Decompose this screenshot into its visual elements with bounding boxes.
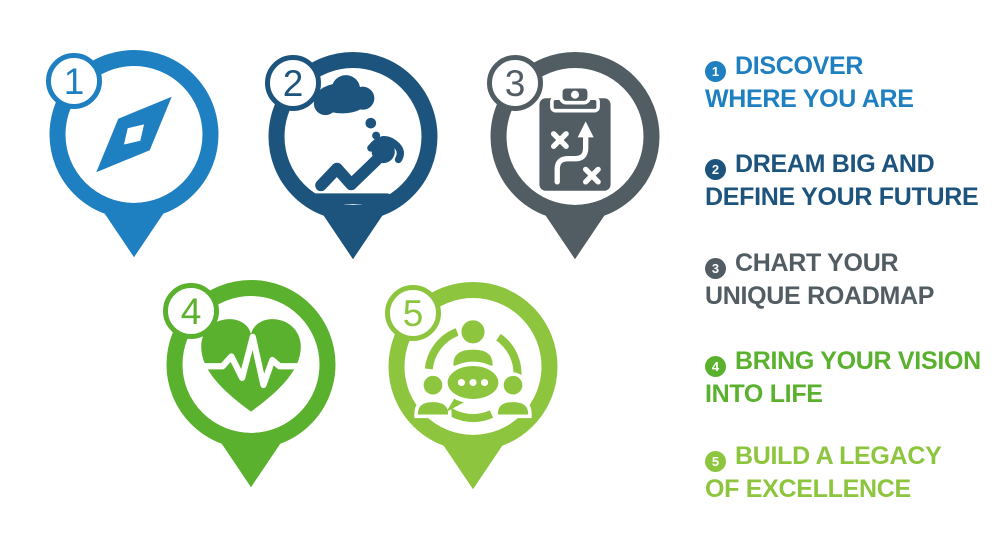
step-number-bullet: 5 <box>705 451 726 472</box>
pin-step-1: 1 <box>45 50 223 259</box>
pin-number-badge: 5 <box>385 285 441 341</box>
step-number-bullet: 3 <box>705 258 726 279</box>
pin-shape-3 <box>490 52 660 260</box>
pin-number: 4 <box>180 290 202 332</box>
step-number-bullet: 2 <box>705 159 726 180</box>
heartbeat-heart-icon <box>196 319 306 412</box>
legend-label-line2: INTO LIFE <box>705 380 823 408</box>
legend-label-line1: BUILD A LEGACY <box>735 442 942 470</box>
step-number-bullet: 1 <box>705 61 726 82</box>
pin-number-badge: 4 <box>163 283 219 339</box>
pin-step-3: 3 <box>486 52 664 261</box>
pin-number: 3 <box>504 62 526 104</box>
compass-icon <box>96 96 172 173</box>
legend-item-5: 5 BUILD A LEGACY OF EXCELLENCE <box>705 440 983 506</box>
pin-shape-1 <box>49 50 219 258</box>
pin-number-badge: 1 <box>46 53 102 109</box>
legend-item-4: 4 BRING YOUR VISION INTO LIFE <box>705 345 983 411</box>
pin-step-4: 4 <box>162 280 340 489</box>
pin-step-2: 2 <box>264 52 442 261</box>
pin-number-badge: 3 <box>487 55 543 111</box>
pin-number-badge: 2 <box>265 55 321 111</box>
team-communication-icon <box>414 316 532 423</box>
legend-label-line1: DREAM BIG AND <box>735 150 935 178</box>
daydreaming-person-icon <box>310 75 404 205</box>
pin-number: 2 <box>282 62 304 104</box>
legend-label-line2: OF EXCELLENCE <box>705 475 911 503</box>
legend-label-line1: DISCOVER <box>735 52 864 80</box>
legend-label-line2: WHERE YOU ARE <box>705 85 914 113</box>
pin-shape-2 <box>268 52 438 260</box>
pin-number: 1 <box>63 60 85 102</box>
pin-shape-5 <box>388 282 558 490</box>
legend-item-1: 1 DISCOVER WHERE YOU ARE <box>705 50 983 116</box>
legend-item-3: 3 CHART YOUR UNIQUE ROADMAP <box>705 247 983 313</box>
legend-label-line1: BRING YOUR VISION <box>735 347 981 375</box>
legend-label-line1: CHART YOUR <box>735 249 899 277</box>
pin-shape-4 <box>166 280 336 488</box>
steps-legend: 1 DISCOVER WHERE YOU ARE 2 DREAM BIG AND D… <box>705 0 985 551</box>
strategy-clipboard-icon <box>539 84 611 191</box>
legend-label-line2: DEFINE YOUR FUTURE <box>705 183 979 211</box>
pin-number: 5 <box>402 292 424 334</box>
pin-step-5: 5 <box>384 282 562 491</box>
step-number-bullet: 4 <box>705 356 726 377</box>
legend-label-line2: UNIQUE ROADMAP <box>705 282 935 310</box>
legend-item-2: 2 DREAM BIG AND DEFINE YOUR FUTURE <box>705 148 983 214</box>
